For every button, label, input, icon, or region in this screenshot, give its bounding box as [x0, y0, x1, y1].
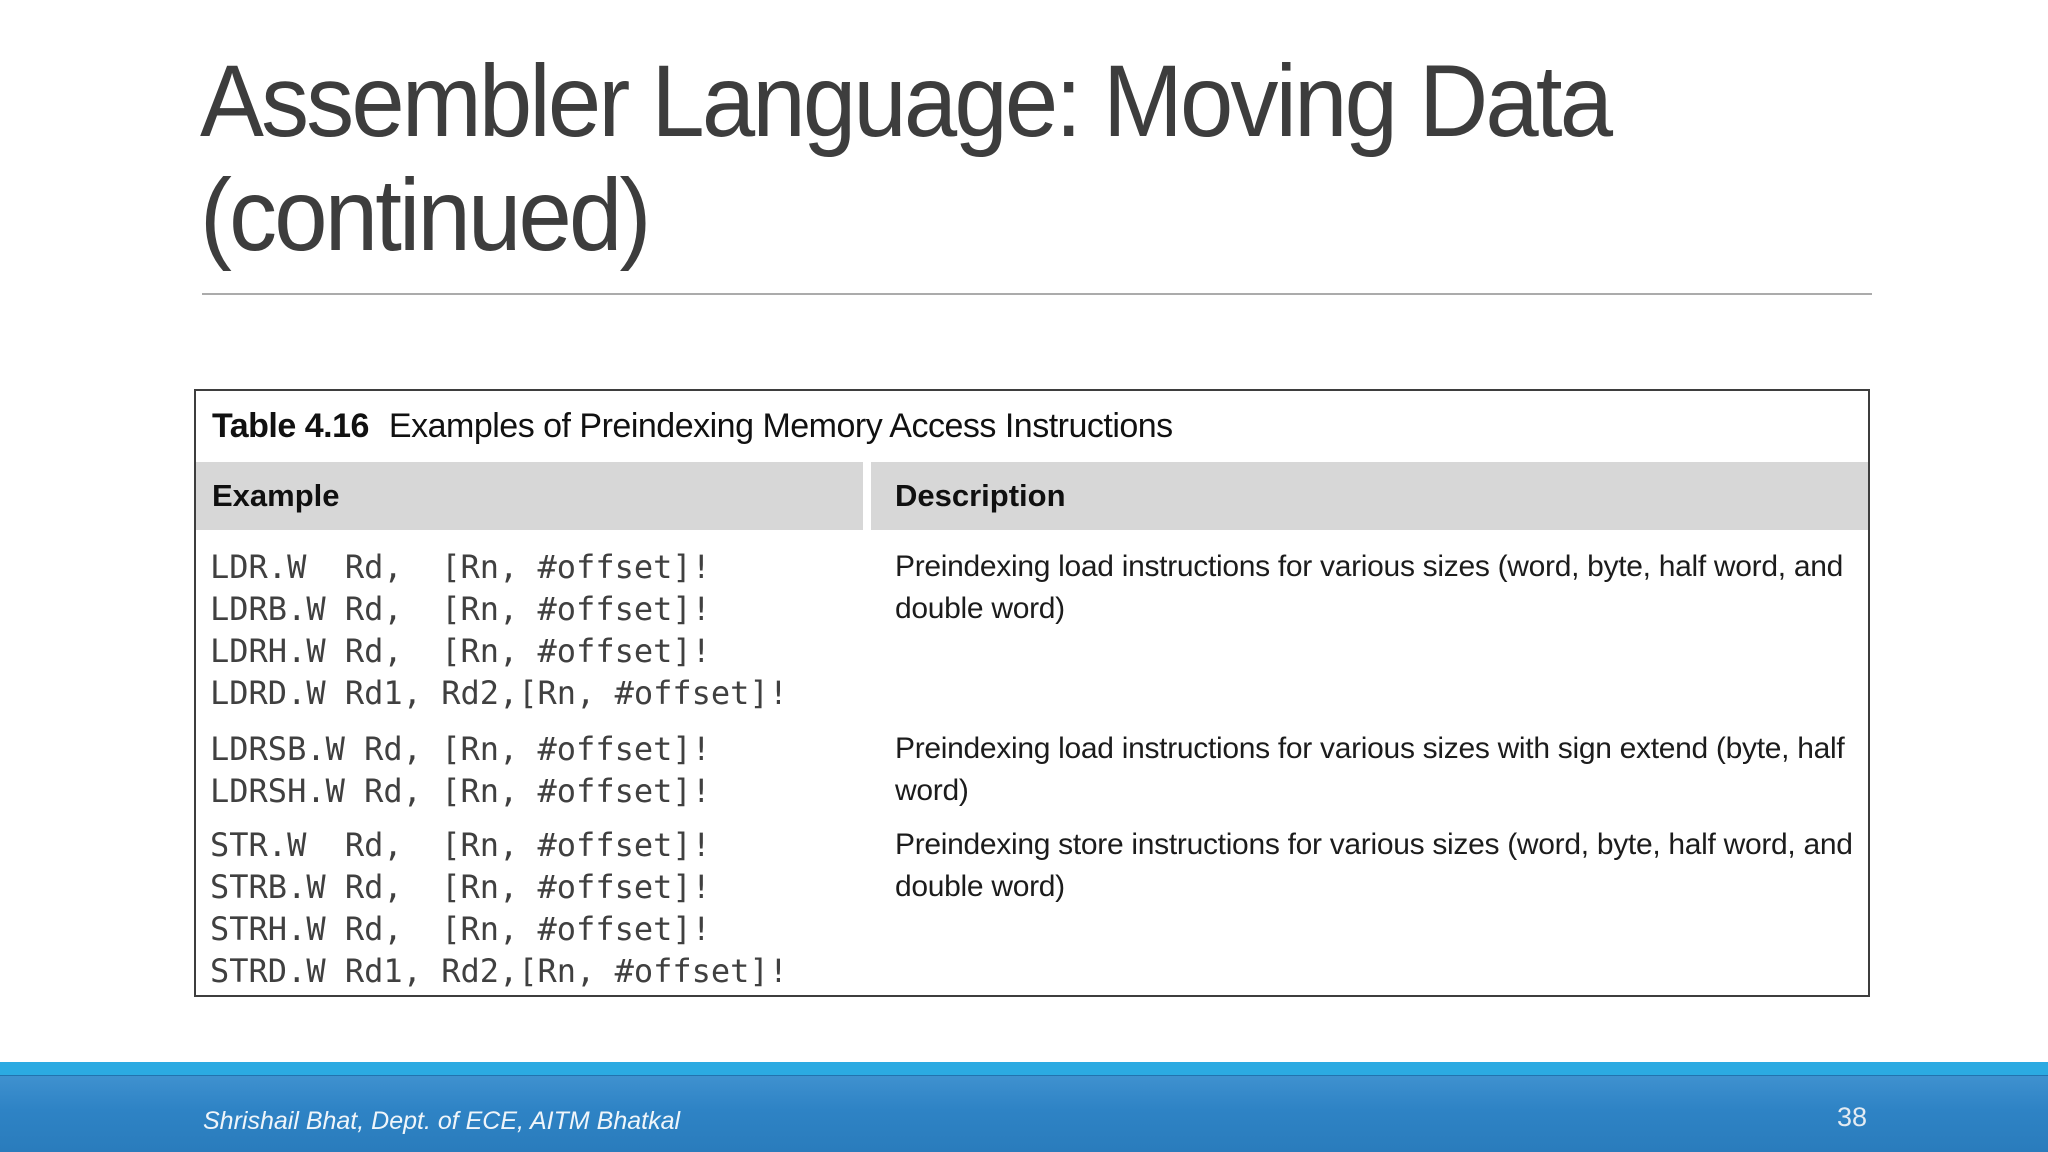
- example-cell: STR.W Rd, [Rn, #offset]! STRB.W Rd, [Rn,…: [210, 826, 788, 990]
- description-cell: Preindexing store instructions for vario…: [895, 828, 1853, 903]
- table-row: STR.W Rd, [Rn, #offset]! STRB.W Rd, [Rn,…: [196, 824, 1868, 992]
- page-title-line-1: Assembler Language: Moving Data: [200, 44, 1613, 158]
- table-row: LDR.W Rd, [Rn, #offset]! LDRB.W Rd, [Rn,…: [196, 546, 1868, 714]
- footer-credit: Shrishail Bhat, Dept. of ECE, AITM Bhatk…: [203, 1107, 681, 1135]
- table-caption: Table 4.16 Examples of Preindexing Memor…: [196, 391, 1868, 462]
- description-cell: Preindexing load instructions for variou…: [895, 732, 1845, 807]
- column-header-description: Description: [871, 462, 1868, 530]
- example-cell: LDR.W Rd, [Rn, #offset]! LDRB.W Rd, [Rn,…: [210, 548, 788, 712]
- page-number: 38: [1836, 1102, 1867, 1132]
- footer-accent-stripe: [0, 1062, 2048, 1075]
- table-row: LDRSB.W Rd, [Rn, #offset]! LDRSH.W Rd, […: [196, 728, 1868, 812]
- column-header-example: Example: [196, 462, 863, 530]
- table-caption-label: Table 4.16: [212, 407, 369, 445]
- table-body: LDR.W Rd, [Rn, #offset]! LDRB.W Rd, [Rn,…: [196, 530, 1868, 992]
- page-title-line-2: (continued): [200, 158, 651, 272]
- title-divider: [202, 293, 1872, 295]
- page-title: Assembler Language: Moving Data(continue…: [200, 44, 1613, 272]
- description-cell: Preindexing load instructions for variou…: [895, 550, 1843, 625]
- table-figure: Table 4.16 Examples of Preindexing Memor…: [194, 389, 1870, 997]
- table-header-row: Example Description: [196, 462, 1868, 530]
- example-cell: LDRSB.W Rd, [Rn, #offset]! LDRSH.W Rd, […: [210, 730, 711, 810]
- table-caption-text: Examples of Preindexing Memory Access In…: [388, 407, 1173, 445]
- footer-band: Shrishail Bhat, Dept. of ECE, AITM Bhatk…: [0, 1075, 2048, 1152]
